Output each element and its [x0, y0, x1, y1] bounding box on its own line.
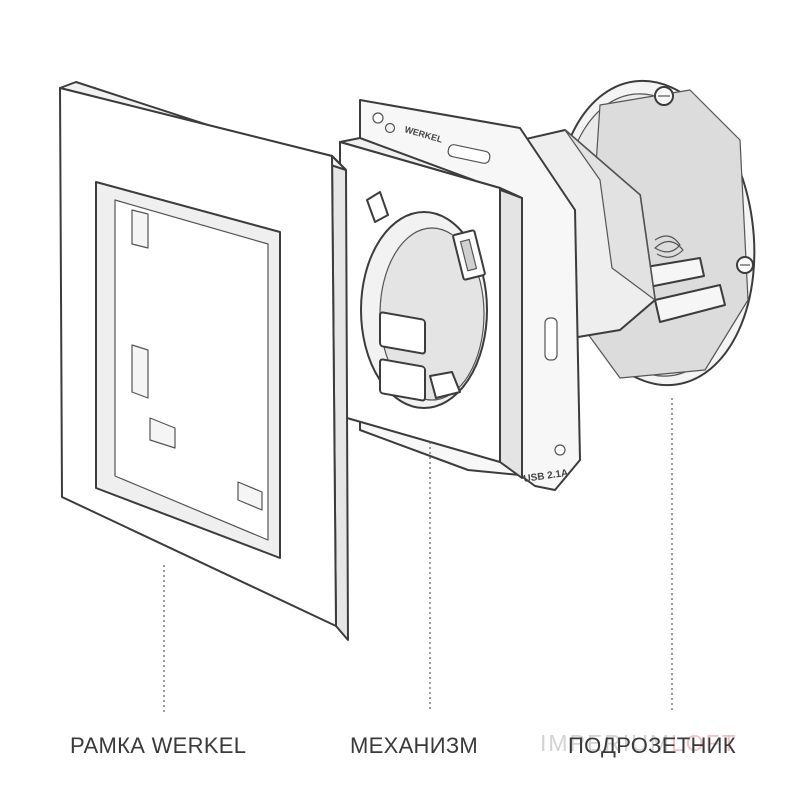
backbox-screw-right [736, 256, 754, 274]
plate-slot-top [447, 144, 491, 164]
watermark-part2: LOFT [671, 730, 738, 756]
pin-hole-upper [379, 311, 426, 355]
ground-clip-top [366, 191, 389, 223]
watermark-part1: IMPERIUM [540, 730, 671, 756]
frame-latch-top [131, 209, 149, 249]
frame-latch-bottom [149, 417, 176, 449]
mechanism-illustration: WERKEL USB 2.1A [339, 99, 656, 491]
frame-illustration [59, 81, 349, 641]
label-backbox: ПОДРОЗЕТНИК [568, 733, 736, 758]
pin-hole-lower [379, 358, 426, 402]
frame-latch-corner [237, 481, 263, 511]
frame-window-inner [114, 199, 269, 541]
backbox-screw-top [654, 86, 674, 106]
label-frame: РАМКА WERKEL [70, 733, 247, 758]
usb-port-icon [452, 229, 486, 281]
wire-coil [654, 235, 684, 258]
plate-hole [554, 444, 566, 456]
mechanism-rear-block-side [564, 129, 656, 301]
watermark: IMPERIUMLOFT [540, 730, 738, 757]
plate-slot-side [544, 317, 558, 361]
socket-cover-side [499, 187, 523, 479]
ground-clip-bottom [429, 371, 461, 399]
label-mechanism: МЕХАНИЗМ [350, 733, 479, 758]
terminal-clip-lower [654, 284, 726, 323]
frame-latch-mid [131, 344, 149, 399]
plate-hole [372, 112, 384, 124]
werkel-logo-icon [384, 122, 396, 134]
